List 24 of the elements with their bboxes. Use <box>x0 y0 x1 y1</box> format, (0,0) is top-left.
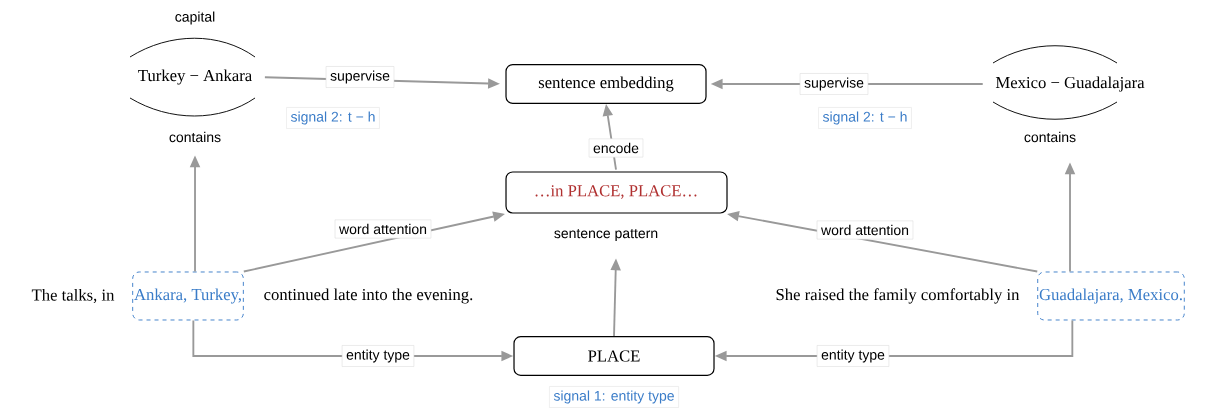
sentence-text: The talks, in <box>31 288 115 304</box>
signal-label: signal 2: t − h <box>818 107 912 129</box>
signal-label: signal 2: t − h <box>286 107 380 129</box>
edge-label: supervise <box>799 73 869 95</box>
edge-label: entity type <box>341 345 415 367</box>
entity-pair: Mexico − Guadalajara <box>995 76 1145 92</box>
relation-label: contains <box>1024 131 1076 143</box>
caption-text: sentence pattern <box>554 229 658 241</box>
relation-label: contains <box>169 131 221 143</box>
edge-label: word attention <box>334 219 432 239</box>
rounded-box: …in PLACE, PLACE… <box>505 171 728 214</box>
entity-pair: Turkey − Ankara <box>138 69 252 85</box>
rounded-box: PLACE <box>513 336 715 376</box>
rounded-box: sentence embedding <box>505 64 707 104</box>
sentence-text: continued late into the evening. <box>264 288 473 304</box>
entity-box: Ankara, Turkey, <box>132 271 244 321</box>
signal-label: signal 1: entity type <box>549 386 679 408</box>
sentence-text: She raised the family comfortably in <box>776 288 1020 304</box>
edge-label: word attention <box>816 220 914 240</box>
edge-label: entity type <box>816 345 890 367</box>
relation-label: capital <box>175 11 215 25</box>
entity-box: Guadalajara, Mexico. <box>1037 271 1185 321</box>
edge-label: encode <box>588 138 644 158</box>
edge-label: supervise <box>325 66 395 88</box>
